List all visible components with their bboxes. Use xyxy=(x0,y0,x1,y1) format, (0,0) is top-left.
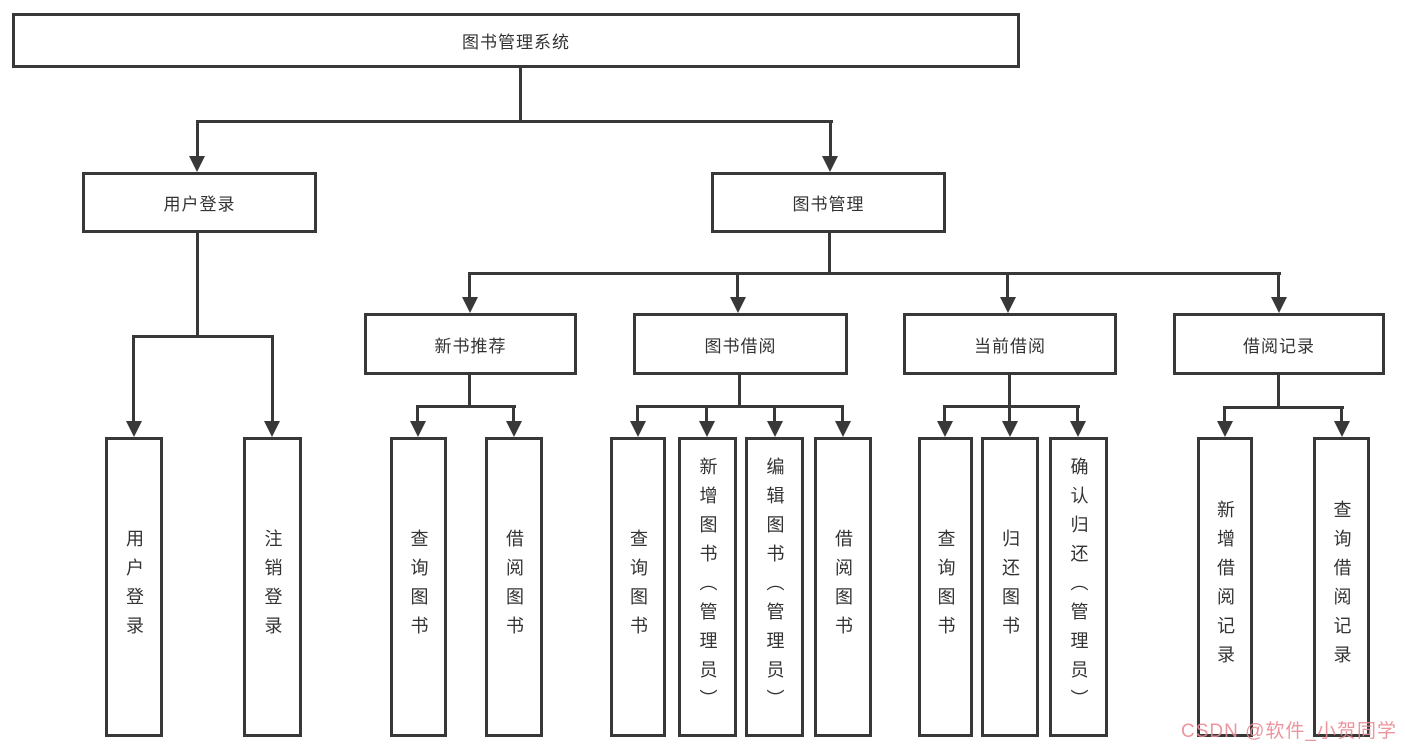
arrowhead-down-icon xyxy=(822,156,838,172)
node-label: 借阅记录 xyxy=(1243,336,1315,356)
arrowhead-down-icon xyxy=(462,297,478,313)
node-label: 图书管理系统 xyxy=(462,33,570,52)
arrowhead-down-icon xyxy=(506,421,522,437)
connector-line xyxy=(1224,406,1344,409)
connector-line xyxy=(1340,406,1343,422)
node-label: 新增图书（管理员） xyxy=(697,456,718,718)
node-book-borrow: 图书借阅 xyxy=(633,313,848,375)
node-label: 图书借阅 xyxy=(704,336,777,356)
connector-line xyxy=(943,405,946,422)
node-label: 图书管理 xyxy=(792,195,865,214)
arrowhead-down-icon xyxy=(1217,421,1233,437)
node-leaf-logout: 注销登录 xyxy=(243,437,302,737)
node-label: 用户登录 xyxy=(124,529,144,645)
connector-line xyxy=(132,335,274,338)
arrowhead-down-icon xyxy=(1070,421,1086,437)
node-leaf-borrow-books: 借阅图书 xyxy=(814,437,872,737)
node-leaf-query-borrow-record: 查询借阅记录 xyxy=(1313,437,1370,737)
node-label: 借阅图书 xyxy=(504,529,524,645)
connector-line xyxy=(132,335,135,421)
arrowhead-down-icon xyxy=(835,421,851,437)
arrowhead-down-icon xyxy=(730,297,746,313)
node-label: 查询借阅记录 xyxy=(1331,500,1352,674)
connector-line xyxy=(468,375,471,405)
node-current-borrow: 当前借阅 xyxy=(903,313,1117,375)
node-leaf-borrow-books-recommend: 借阅图书 xyxy=(485,437,543,737)
csdn-watermark: CSDN @软件_小贺同学 xyxy=(1181,721,1397,742)
connector-line xyxy=(944,405,1080,408)
node-leaf-return-books: 归还图书 xyxy=(981,437,1039,737)
node-borrow-records: 借阅记录 xyxy=(1173,313,1385,375)
node-label: 当前借阅 xyxy=(974,336,1046,356)
node-label: 新书推荐 xyxy=(434,336,507,356)
arrowhead-down-icon xyxy=(767,421,783,437)
node-label: 归还图书 xyxy=(1000,529,1020,645)
connector-line xyxy=(1008,375,1011,405)
node-label: 注销登录 xyxy=(262,529,283,645)
connector-line xyxy=(512,405,515,422)
connector-line xyxy=(196,120,833,123)
connector-line xyxy=(416,405,419,422)
connector-line xyxy=(417,405,516,408)
node-leaf-edit-books-admin: 编辑图书（管理员） xyxy=(745,437,804,737)
connector-line xyxy=(736,272,739,298)
connector-line xyxy=(1008,405,1011,422)
connector-line xyxy=(271,335,274,421)
arrowhead-down-icon xyxy=(264,421,280,437)
connector-line xyxy=(468,272,1281,275)
connector-line xyxy=(1277,272,1280,298)
connector-line xyxy=(468,272,471,298)
connector-line xyxy=(829,120,832,157)
connector-line xyxy=(1223,406,1226,422)
node-label: 编辑图书（管理员） xyxy=(764,456,785,718)
node-leaf-query-books-borrow: 查询图书 xyxy=(610,437,666,737)
node-label: 借阅图书 xyxy=(833,529,853,645)
connector-line xyxy=(773,405,776,422)
node-library-management-system: 图书管理系统 xyxy=(12,13,1020,68)
arrowhead-down-icon xyxy=(630,421,646,437)
node-leaf-query-books-current: 查询图书 xyxy=(918,437,973,737)
connector-line xyxy=(828,233,831,272)
connector-line xyxy=(196,233,199,335)
connector-line xyxy=(1277,375,1280,406)
node-label: 用户登录 xyxy=(163,195,236,214)
connector-line xyxy=(1076,405,1079,422)
arrowhead-down-icon xyxy=(1000,297,1016,313)
connector-line xyxy=(705,405,708,422)
arrowhead-down-icon xyxy=(1334,421,1350,437)
arrowhead-down-icon xyxy=(410,421,426,437)
node-user-login-group: 用户登录 xyxy=(82,172,317,233)
node-leaf-add-books-admin: 新增图书（管理员） xyxy=(678,437,737,737)
node-label: 新增借阅记录 xyxy=(1215,500,1235,674)
node-leaf-query-books-recommend: 查询图书 xyxy=(390,437,447,737)
connector-line xyxy=(1006,272,1009,298)
arrowhead-down-icon xyxy=(126,421,142,437)
connector-line xyxy=(841,405,844,422)
connector-line xyxy=(519,68,522,120)
node-label: 查询图书 xyxy=(628,529,648,645)
arrowhead-down-icon xyxy=(699,421,715,437)
arrowhead-down-icon xyxy=(1002,421,1018,437)
node-new-book-recommend: 新书推荐 xyxy=(364,313,577,375)
node-leaf-user-login: 用户登录 xyxy=(105,437,163,737)
arrowhead-down-icon xyxy=(189,156,205,172)
node-label: 确认归还（管理员） xyxy=(1068,456,1089,718)
arrowhead-down-icon xyxy=(1271,297,1287,313)
node-label: 查询图书 xyxy=(408,529,429,645)
connector-line xyxy=(738,375,741,405)
node-book-management-group: 图书管理 xyxy=(711,172,946,233)
connector-line xyxy=(636,405,844,408)
node-leaf-confirm-return-admin: 确认归还（管理员） xyxy=(1049,437,1108,737)
node-leaf-add-borrow-record: 新增借阅记录 xyxy=(1197,437,1253,737)
node-label: 查询图书 xyxy=(935,529,956,645)
connector-line xyxy=(196,120,199,157)
connector-line xyxy=(636,405,639,422)
arrowhead-down-icon xyxy=(937,421,953,437)
